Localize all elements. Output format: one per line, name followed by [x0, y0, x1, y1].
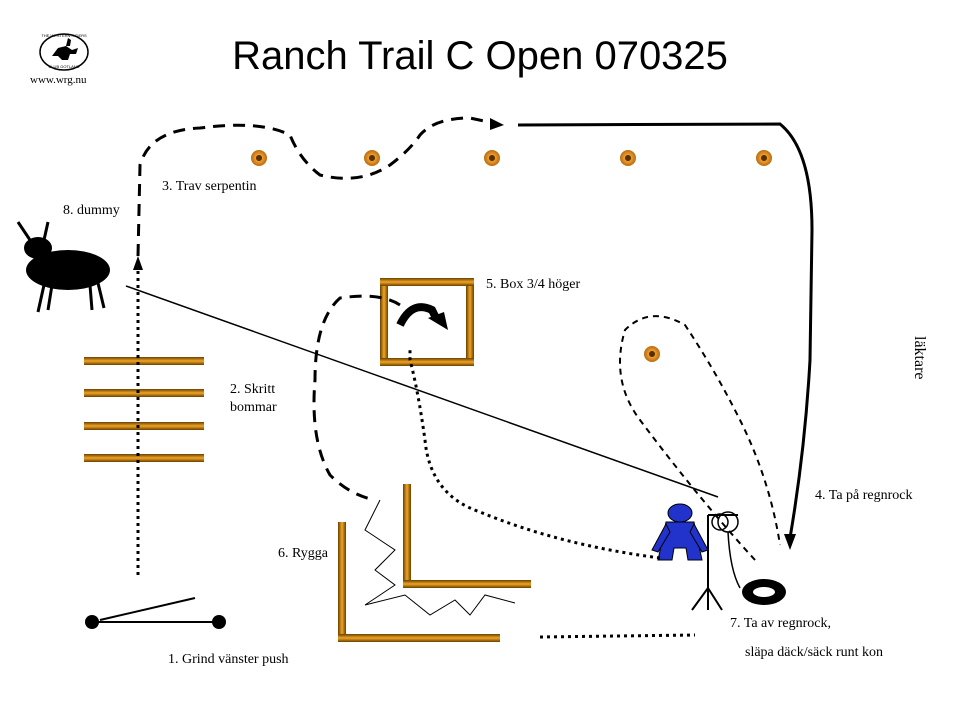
tire: [742, 579, 786, 605]
cones: [251, 150, 772, 362]
label-obstacle-2b: bommar: [230, 400, 277, 415]
backup-l-obstacle: [338, 484, 531, 642]
label-obstacle-7a: 7. Ta av regnrock,: [730, 616, 832, 631]
club-logo: THE WESTERN RIDERS CLUB GOTLAND: [39, 33, 89, 71]
svg-text:CLUB GOTLAND: CLUB GOTLAND: [48, 64, 79, 69]
label-obstacle-1: 1. Grind vänster push: [168, 652, 289, 667]
label-obstacle-6: 6. Rygga: [278, 546, 328, 561]
label-obstacle-2a: 2. Skritt: [230, 382, 276, 397]
raincoat-person: [651, 503, 709, 561]
logo-url: www.wrg.nu: [30, 74, 87, 86]
gate-obstacle: [85, 597, 226, 629]
label-obstacle-4: 4. Ta på regnrock: [815, 488, 913, 503]
coat-stand: [691, 511, 741, 611]
page-title: Ranch Trail C Open 070325: [232, 34, 728, 78]
label-obstacle-8: 8. dummy: [63, 203, 120, 218]
label-obstacle-5: 5. Box 3/4 höger: [486, 277, 581, 292]
label-obstacle-3: 3. Trav serpentin: [162, 179, 257, 194]
side-label-stand: läktare: [911, 336, 928, 380]
dummy-cow: [16, 221, 110, 313]
box-obstacle: [380, 278, 474, 366]
label-obstacle-7b: släpa däck/säck runt kon: [745, 645, 884, 660]
svg-text:THE WESTERN RIDERS: THE WESTERN RIDERS: [41, 33, 87, 38]
course-path: [125, 116, 814, 639]
walk-poles: [84, 357, 204, 462]
